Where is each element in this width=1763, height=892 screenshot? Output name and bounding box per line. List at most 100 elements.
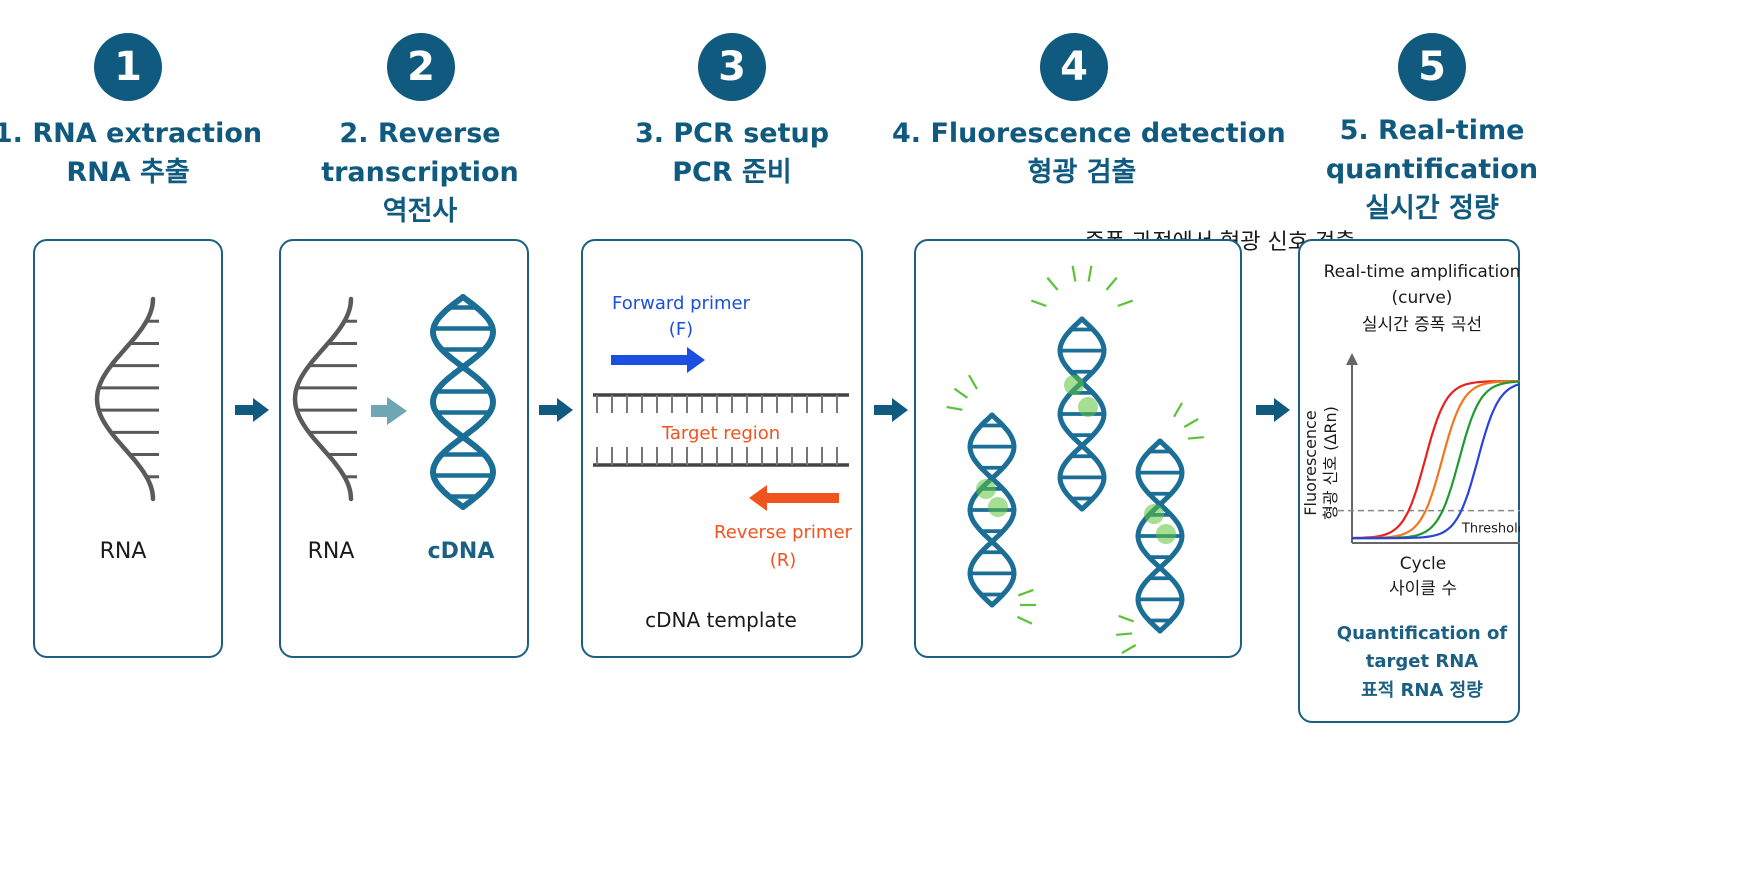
ray bbox=[1046, 276, 1059, 291]
rna-strand-icon bbox=[292, 296, 357, 502]
cdna-helix-icon bbox=[429, 294, 497, 510]
step-3-title-en: 3. PCR setup bbox=[634, 118, 830, 149]
helix-strand bbox=[967, 412, 1017, 608]
flow-arrow-2 bbox=[539, 398, 573, 422]
flow-arrow-3 bbox=[874, 398, 908, 422]
ray bbox=[1118, 614, 1135, 623]
ray bbox=[1173, 402, 1183, 418]
step-2-number: 2 bbox=[387, 33, 455, 101]
ray bbox=[953, 387, 969, 399]
step-4-title-en: 4. Fluorescence detection bbox=[892, 118, 1286, 149]
ray bbox=[1087, 265, 1093, 282]
helix-strand bbox=[429, 294, 497, 510]
ray bbox=[1121, 644, 1137, 654]
chart-x-label-ko: 사이클 수 bbox=[1389, 579, 1457, 599]
ray bbox=[968, 374, 978, 390]
ray bbox=[946, 405, 963, 411]
target-region-label: Target region bbox=[661, 423, 780, 444]
rna-backbone bbox=[94, 296, 156, 502]
cdna-template-label: cDNA template bbox=[645, 608, 797, 632]
step-3-title: 3. PCR setup PCR 준비 bbox=[552, 114, 912, 192]
helix-strand bbox=[1057, 316, 1107, 512]
panel-4-art bbox=[946, 265, 1204, 654]
step-5-title-ko: 실시간 정량 bbox=[1365, 193, 1499, 224]
caption-line3: 표적 RNA 정량 bbox=[1361, 680, 1483, 701]
chart-title-line3: 실시간 증폭 곡선 bbox=[1362, 315, 1482, 335]
ray bbox=[1017, 588, 1034, 597]
caption-line2: target RNA bbox=[1366, 651, 1479, 672]
chart-y-label-ko: 형광 신호 (ΔRn) bbox=[1321, 406, 1340, 520]
forward-primer-short: (F) bbox=[669, 319, 693, 340]
helix-strand bbox=[967, 412, 1017, 608]
helix-strand bbox=[1135, 438, 1185, 634]
glow-spot bbox=[976, 479, 996, 499]
cdna-label: cDNA bbox=[428, 539, 495, 564]
flow-arrow-4 bbox=[1256, 398, 1290, 422]
fluorescence-ray-icons bbox=[946, 265, 1204, 654]
ray bbox=[1030, 299, 1047, 308]
step-3-title-ko: PCR 준비 bbox=[672, 157, 792, 188]
chart-y-label: Fluorescence bbox=[1301, 410, 1320, 515]
glow-spot bbox=[1064, 375, 1084, 395]
chart-title-line2: (curve) bbox=[1392, 288, 1453, 308]
step-2-title: 2. Reverse transcription 역전사 bbox=[240, 114, 600, 231]
cdna-template-strands bbox=[593, 393, 849, 467]
glow-spot bbox=[1144, 504, 1164, 524]
reverse-primer-arrow-icon bbox=[749, 485, 839, 511]
panel-1-art: RNA bbox=[94, 296, 159, 564]
step-3-number: 3 bbox=[698, 33, 766, 101]
curve-1 bbox=[1351, 380, 1520, 540]
step-4-title: 4. Fluorescence detection 형광 검출 bbox=[892, 114, 1286, 192]
ray bbox=[1071, 265, 1077, 282]
rna-label: RNA bbox=[100, 539, 147, 564]
flow-arrow-1 bbox=[235, 398, 269, 422]
step-1-title-en: 1. RNA extraction bbox=[0, 118, 263, 149]
forward-primer-label: Forward primer bbox=[612, 293, 751, 314]
curve-3 bbox=[1352, 380, 1520, 540]
step-5-title: 5. Real-time quantification 실시간 정량 bbox=[1252, 111, 1612, 228]
ray bbox=[1117, 299, 1134, 308]
ray bbox=[1016, 615, 1033, 625]
caption-line1: Quantification of bbox=[1337, 623, 1508, 644]
step-4-title-ko: 형광 검출 bbox=[1027, 157, 1137, 188]
panel-3-art: Forward primer (F) Target region Reverse… bbox=[593, 293, 853, 632]
curve-4 bbox=[1352, 382, 1520, 540]
step-2-title-line1: 2. Reverse bbox=[339, 118, 501, 149]
threshold-label: Threshold bbox=[1461, 522, 1520, 537]
reverse-primer-short: (R) bbox=[770, 550, 797, 571]
ray bbox=[1187, 436, 1204, 440]
glow-spot bbox=[1156, 524, 1176, 544]
rna-label: RNA bbox=[308, 539, 355, 564]
glow-spot bbox=[988, 497, 1008, 517]
curve-2 bbox=[1352, 380, 1520, 540]
helix-strand bbox=[1135, 438, 1185, 634]
fluorescence-glow-icons bbox=[976, 375, 1176, 544]
conversion-arrow-icon bbox=[371, 397, 407, 425]
step-1-title-ko: RNA 추출 bbox=[66, 157, 190, 188]
forward-primer-arrow-icon bbox=[611, 347, 705, 373]
ray bbox=[1105, 276, 1118, 291]
chart-title-line1: Real-time amplification bbox=[1324, 262, 1520, 282]
panel-2-art: RNA cDNA bbox=[292, 294, 497, 564]
step-4-number: 4 bbox=[1040, 33, 1108, 101]
step-5-title-line2: quantification bbox=[1325, 154, 1539, 185]
glow-spot bbox=[1078, 397, 1098, 417]
helix-strand bbox=[429, 294, 497, 510]
ray bbox=[1116, 632, 1133, 636]
step-1-number: 1 bbox=[94, 33, 162, 101]
y-axis-arrow-icon bbox=[1346, 353, 1358, 365]
ray bbox=[1183, 418, 1199, 428]
step-1-title: 1. RNA extraction RNA 추출 bbox=[0, 114, 308, 192]
panel-real-time-quantification bbox=[1298, 239, 1520, 723]
panel-5-art: Real-time amplification (curve) 실시간 증폭 곡… bbox=[1301, 262, 1520, 701]
rna-strand-icon bbox=[94, 296, 159, 502]
helix-strand bbox=[1057, 316, 1107, 512]
reverse-primer-label: Reverse primer bbox=[714, 522, 853, 543]
chart-x-label: Cycle bbox=[1400, 554, 1446, 574]
step-5-title-line1: 5. Real-time bbox=[1339, 115, 1525, 146]
rna-backbone bbox=[292, 296, 354, 502]
panel-rna-extraction bbox=[33, 239, 223, 658]
step-2-title-line2: transcription bbox=[321, 157, 519, 188]
step-2-title-ko: 역전사 bbox=[382, 196, 458, 227]
